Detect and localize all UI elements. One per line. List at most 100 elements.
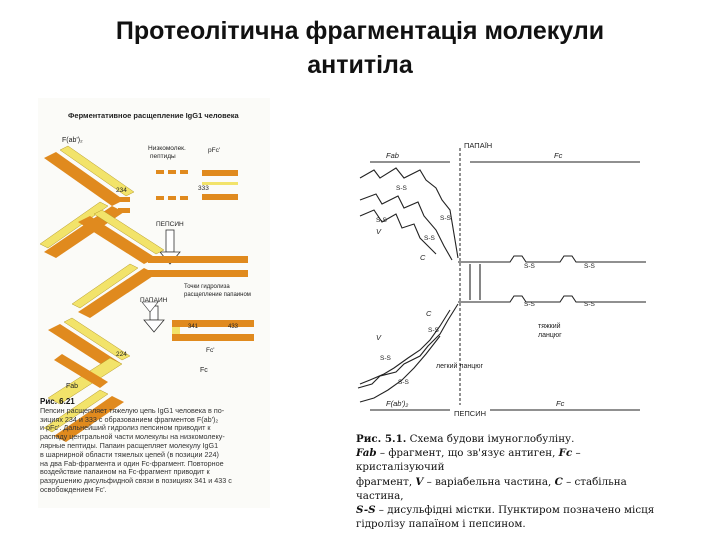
igg-cleavage-figure: Ферментативное расщепление IgG1 человека… xyxy=(38,98,270,508)
slide-title-line-1: Протеолітична фрагментація молекули xyxy=(115,17,605,45)
variable-region-label: V xyxy=(376,227,382,236)
low-mw-peptides-label: Низкомолек. xyxy=(148,145,186,152)
position-333-label: 333 xyxy=(198,185,209,192)
arrow-head-small xyxy=(141,301,159,313)
left-caption-line: воздействие папаином на Fc-фрагмент прив… xyxy=(40,467,210,477)
right-caption-line-3: фрагмент, V – варіабельна частина, C – с… xyxy=(356,475,666,503)
fc-heavy-upper xyxy=(172,320,254,327)
pfc-link xyxy=(202,182,238,185)
fc-label: Fc xyxy=(200,367,208,374)
position-341-label: 341 xyxy=(188,324,199,330)
left-caption-line: разрушению дисульфидной связи в позициях… xyxy=(40,476,232,486)
fab-label: Fab xyxy=(66,383,78,390)
caption-line3-text: фрагмент, xyxy=(356,475,416,488)
position-224-label: 224 xyxy=(116,351,127,358)
fab-light-upper xyxy=(63,317,131,361)
heavy-chain-upper-b xyxy=(359,209,437,255)
hinge-lower xyxy=(118,208,130,213)
caption-c-term: C xyxy=(554,475,563,488)
fab-fragments xyxy=(43,317,131,442)
light-chain-arm-lower xyxy=(71,263,139,309)
ss-bond-label: S-S xyxy=(440,215,452,222)
fc-hinge xyxy=(172,327,180,334)
left-caption-line: в шарнирной области тяжелых цепей (в поз… xyxy=(40,449,219,459)
intact-igg xyxy=(71,209,248,318)
heavy-chain-label: тяжкий xyxy=(538,322,561,330)
upper-fab-arm xyxy=(359,167,459,261)
heavy-chain-label-2: ланцюг xyxy=(538,332,562,339)
peptide xyxy=(168,170,176,174)
light-chain-arm-upper xyxy=(59,145,135,197)
variable-region-label: V xyxy=(376,333,382,342)
fab-heavy-lower xyxy=(54,396,124,442)
papain-label: ПАПАЇН xyxy=(464,141,492,150)
immunoglobulin-scheme: Fab ПАПАЇН Fc S-S S-S S-S S-S V C S-S S-… xyxy=(357,141,646,418)
light-chain-arm-lower xyxy=(39,201,109,249)
left-caption-line: на два Fab-фрагмента и один Fc-фрагмент.… xyxy=(40,458,224,468)
left-caption-line: Пепсин расщепляет тяжелую цепь IgG1 чело… xyxy=(40,405,225,415)
caption-fab-term: Fab xyxy=(356,447,377,460)
hydrolysis-points-label: Точки гидролиза xyxy=(184,284,230,290)
right-figure-caption: Рис. 5.1. Схема будови імуноглобуліну. F… xyxy=(356,432,666,531)
fc-heavy-upper xyxy=(148,256,248,263)
ss-bond-label: S-S xyxy=(376,217,388,224)
constant-region-label: C xyxy=(426,309,432,318)
light-chain-label: легкий ланцюг xyxy=(436,362,483,370)
heavy-chain-lower-b xyxy=(359,309,451,385)
caption-c-text: – стабільна частина, xyxy=(356,475,627,502)
fc-heavy-lower xyxy=(148,270,248,277)
ss-bond-label: S-S xyxy=(428,327,440,334)
fab-label: Fab xyxy=(386,151,399,160)
hydrolysis-points-label-2: расщепление папаином xyxy=(184,292,251,298)
right-caption-line-4: S-S – дисульфідні містки. Пунктиром позн… xyxy=(356,503,666,517)
caption-fc-text: – кристалізуючий xyxy=(356,447,581,474)
heavy-chain-lower-a xyxy=(357,303,459,389)
right-caption-line-5: гідролізу папаїном і пепсином. xyxy=(356,518,526,531)
right-caption-line-1: Рис. 5.1. Схема будови імуноглобуліну. xyxy=(356,432,666,446)
heavy-chain-arm-lower xyxy=(78,268,156,318)
constant-region-label: C xyxy=(420,253,426,262)
position-433-label: 433 xyxy=(228,324,239,330)
hinge-upper xyxy=(118,197,130,202)
peptide xyxy=(180,170,188,174)
pfc-chain-lower xyxy=(202,194,238,200)
left-caption-line: и pFc'. Дальнейший гидролиз пепсином при… xyxy=(40,423,211,433)
caption-ss-term: S-S xyxy=(356,504,376,517)
right-caption-line-2: Fab – фрагмент, що зв'язує антиген, Fc –… xyxy=(356,446,666,474)
left-caption-line: распаду центральной части молекулы на ни… xyxy=(40,432,225,442)
left-caption-head: Рис. 6.21 xyxy=(40,397,75,406)
peptide-fragments xyxy=(156,170,188,200)
light-chain-upper xyxy=(359,167,459,259)
fc-prime-label: Fc' xyxy=(206,347,214,354)
papain-label: ПАПАИН xyxy=(140,297,168,304)
pepsin-label: ПЕПСИН xyxy=(454,409,486,418)
left-caption-line: лярные пептиды. Папаин расщепляет молеку… xyxy=(40,440,219,450)
low-mw-peptides-label-2: пептиды xyxy=(150,153,176,160)
fc-heavy-lower xyxy=(172,334,254,341)
caption-fc-term: Fc xyxy=(558,447,573,460)
fab-heavy-mid xyxy=(54,354,108,388)
position-234-label: 234 xyxy=(116,187,127,194)
left-figure-heading: Ферментативное расщепление IgG1 человека xyxy=(68,111,240,120)
lower-fab-arm xyxy=(357,303,459,403)
pepsin-arrow-2 xyxy=(141,301,159,313)
caption-fab-text: – фрагмент, що зв'язує антиген, xyxy=(376,447,559,460)
light-chain-lower xyxy=(359,335,441,403)
left-caption-line: зициях 234 и 333 с образованием фрагмент… xyxy=(40,414,219,424)
left-caption-line: освобождением Fc'. xyxy=(40,484,107,494)
ss-bond-label: S-S xyxy=(424,235,436,242)
fc-fragment xyxy=(172,320,254,341)
ss-bond-label: S-S xyxy=(396,185,408,192)
ss-bond-label: S-S xyxy=(398,379,410,386)
fab2-fragment xyxy=(39,145,135,258)
pfc-label: pFc' xyxy=(208,147,220,154)
caption-ss-text: – дисульфідні містки. Пунктиром позначен… xyxy=(375,504,655,517)
pfc-chain-upper xyxy=(202,170,238,176)
peptide xyxy=(180,196,188,200)
peptide xyxy=(156,170,164,174)
caption-fig-title: Схема будови імуноглобуліну. xyxy=(409,433,575,445)
arrow-head xyxy=(143,319,165,333)
peptide xyxy=(156,196,164,200)
ss-bond-label: S-S xyxy=(524,263,536,270)
fab-heavy-upper xyxy=(48,324,122,370)
